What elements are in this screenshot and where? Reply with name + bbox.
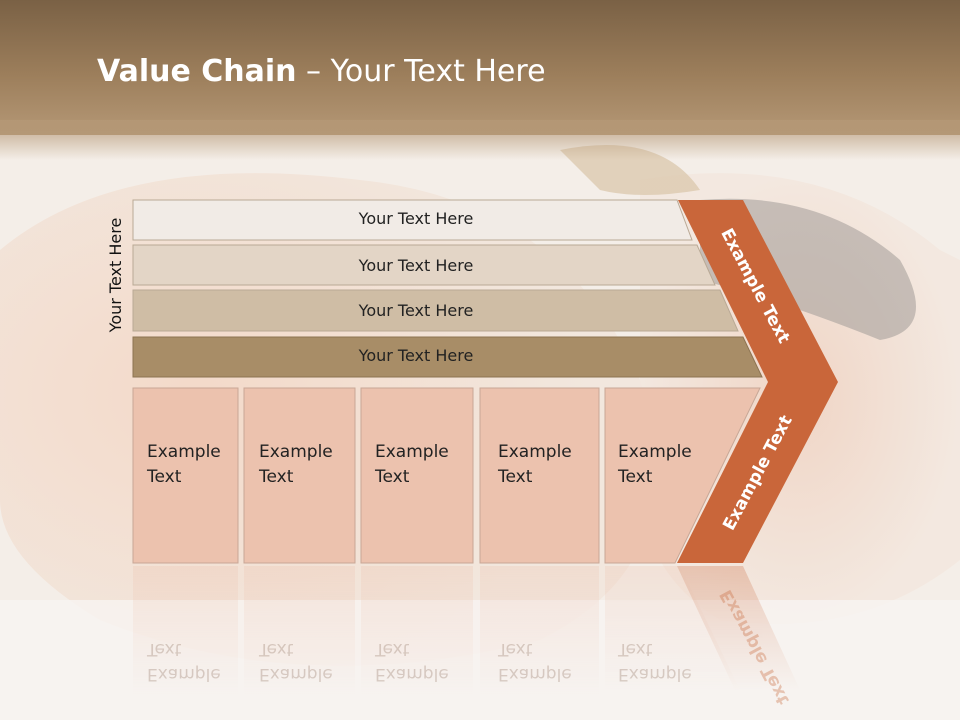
box-4-reflection: Example Text — [498, 636, 572, 686]
box-5-label: Example Text — [618, 440, 692, 490]
box-4-label: Example Text — [498, 440, 572, 490]
bar-4-label: Your Text Here — [358, 346, 474, 365]
box-2-reflection-line1: Example — [259, 664, 333, 684]
box-1-reflection-line1: Example — [147, 664, 221, 684]
bar-2[interactable] — [132, 244, 716, 286]
box-1[interactable] — [132, 387, 239, 564]
box-4-reflection-line2: Text — [498, 639, 533, 659]
diagram-reflection — [133, 566, 800, 696]
slide-title: Value Chain – Your Text Here — [97, 54, 546, 89]
bar-4[interactable] — [132, 336, 763, 378]
box-2-reflection-line2: Text — [259, 639, 294, 659]
box-4-line1: Example — [498, 442, 572, 462]
box-2-reflection: Example Text — [259, 636, 333, 686]
bar-1[interactable] — [132, 199, 693, 241]
box-2-line2: Text — [259, 467, 294, 487]
box-2-line1: Example — [259, 442, 333, 462]
box-3-line2: Text — [375, 467, 410, 487]
header-fade — [0, 120, 960, 160]
box-3-line1: Example — [375, 442, 449, 462]
box-1-label: Example Text — [147, 440, 221, 490]
box-5-reflection-line2: Text — [618, 639, 653, 659]
box-1-reflection-line2: Text — [147, 639, 182, 659]
box-5-reflection-line1: Example — [618, 664, 692, 684]
box-1-line2: Text — [147, 467, 182, 487]
box-3-reflection-line2: Text — [375, 639, 410, 659]
chevron-arrow[interactable] — [677, 200, 838, 563]
box-5-line2: Text — [618, 467, 653, 487]
box-3[interactable] — [360, 387, 474, 564]
box-5-line1: Example — [618, 442, 692, 462]
box-2-label: Example Text — [259, 440, 333, 490]
box-5-reflection: Example Text — [618, 636, 692, 686]
box-3-label: Example Text — [375, 440, 449, 490]
header-band — [0, 0, 960, 135]
box-4[interactable] — [479, 387, 600, 564]
bar-3[interactable] — [132, 289, 739, 332]
bar-1-label: Your Text Here — [358, 209, 474, 228]
box-1-reflection: Example Text — [147, 636, 221, 686]
bar-3-label: Your Text Here — [358, 301, 474, 320]
box-4-reflection-line1: Example — [498, 664, 572, 684]
bar-2-label: Your Text Here — [358, 256, 474, 275]
box-4-line2: Text — [498, 467, 533, 487]
slide-title-bold: Value Chain — [97, 54, 297, 89]
box-1-line1: Example — [147, 442, 221, 462]
box-3-reflection-line1: Example — [375, 664, 449, 684]
slide-title-rest: – Your Text Here — [296, 54, 546, 89]
box-5[interactable] — [604, 387, 761, 564]
box-2[interactable] — [243, 387, 356, 564]
box-3-reflection: Example Text — [375, 636, 449, 686]
